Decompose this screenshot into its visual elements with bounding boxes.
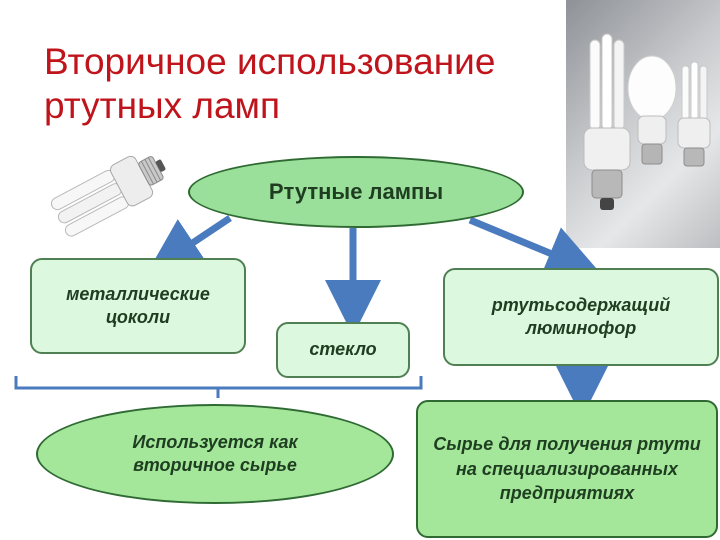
bracket (14, 376, 423, 398)
lamps-photo (566, 0, 720, 248)
node-mercury-lamps: Ртутные лампы (188, 156, 524, 228)
node-secondary-use: Используется как вторичное сырье (36, 404, 394, 504)
node-mercury-raw: Сырье для получения ртути на специализир… (416, 400, 718, 538)
arrow-to-metal (146, 215, 232, 274)
arrow-to-phosphor (468, 216, 602, 280)
node-phosphor: ртутьсодержащий люминофор (443, 268, 719, 366)
node-glass: стекло (276, 322, 410, 378)
page-title: Вторичное использование ртутных ламп (44, 41, 496, 126)
node-metal-bases: металлические цоколи (30, 258, 246, 354)
cfl-lamp-icon (50, 155, 166, 237)
